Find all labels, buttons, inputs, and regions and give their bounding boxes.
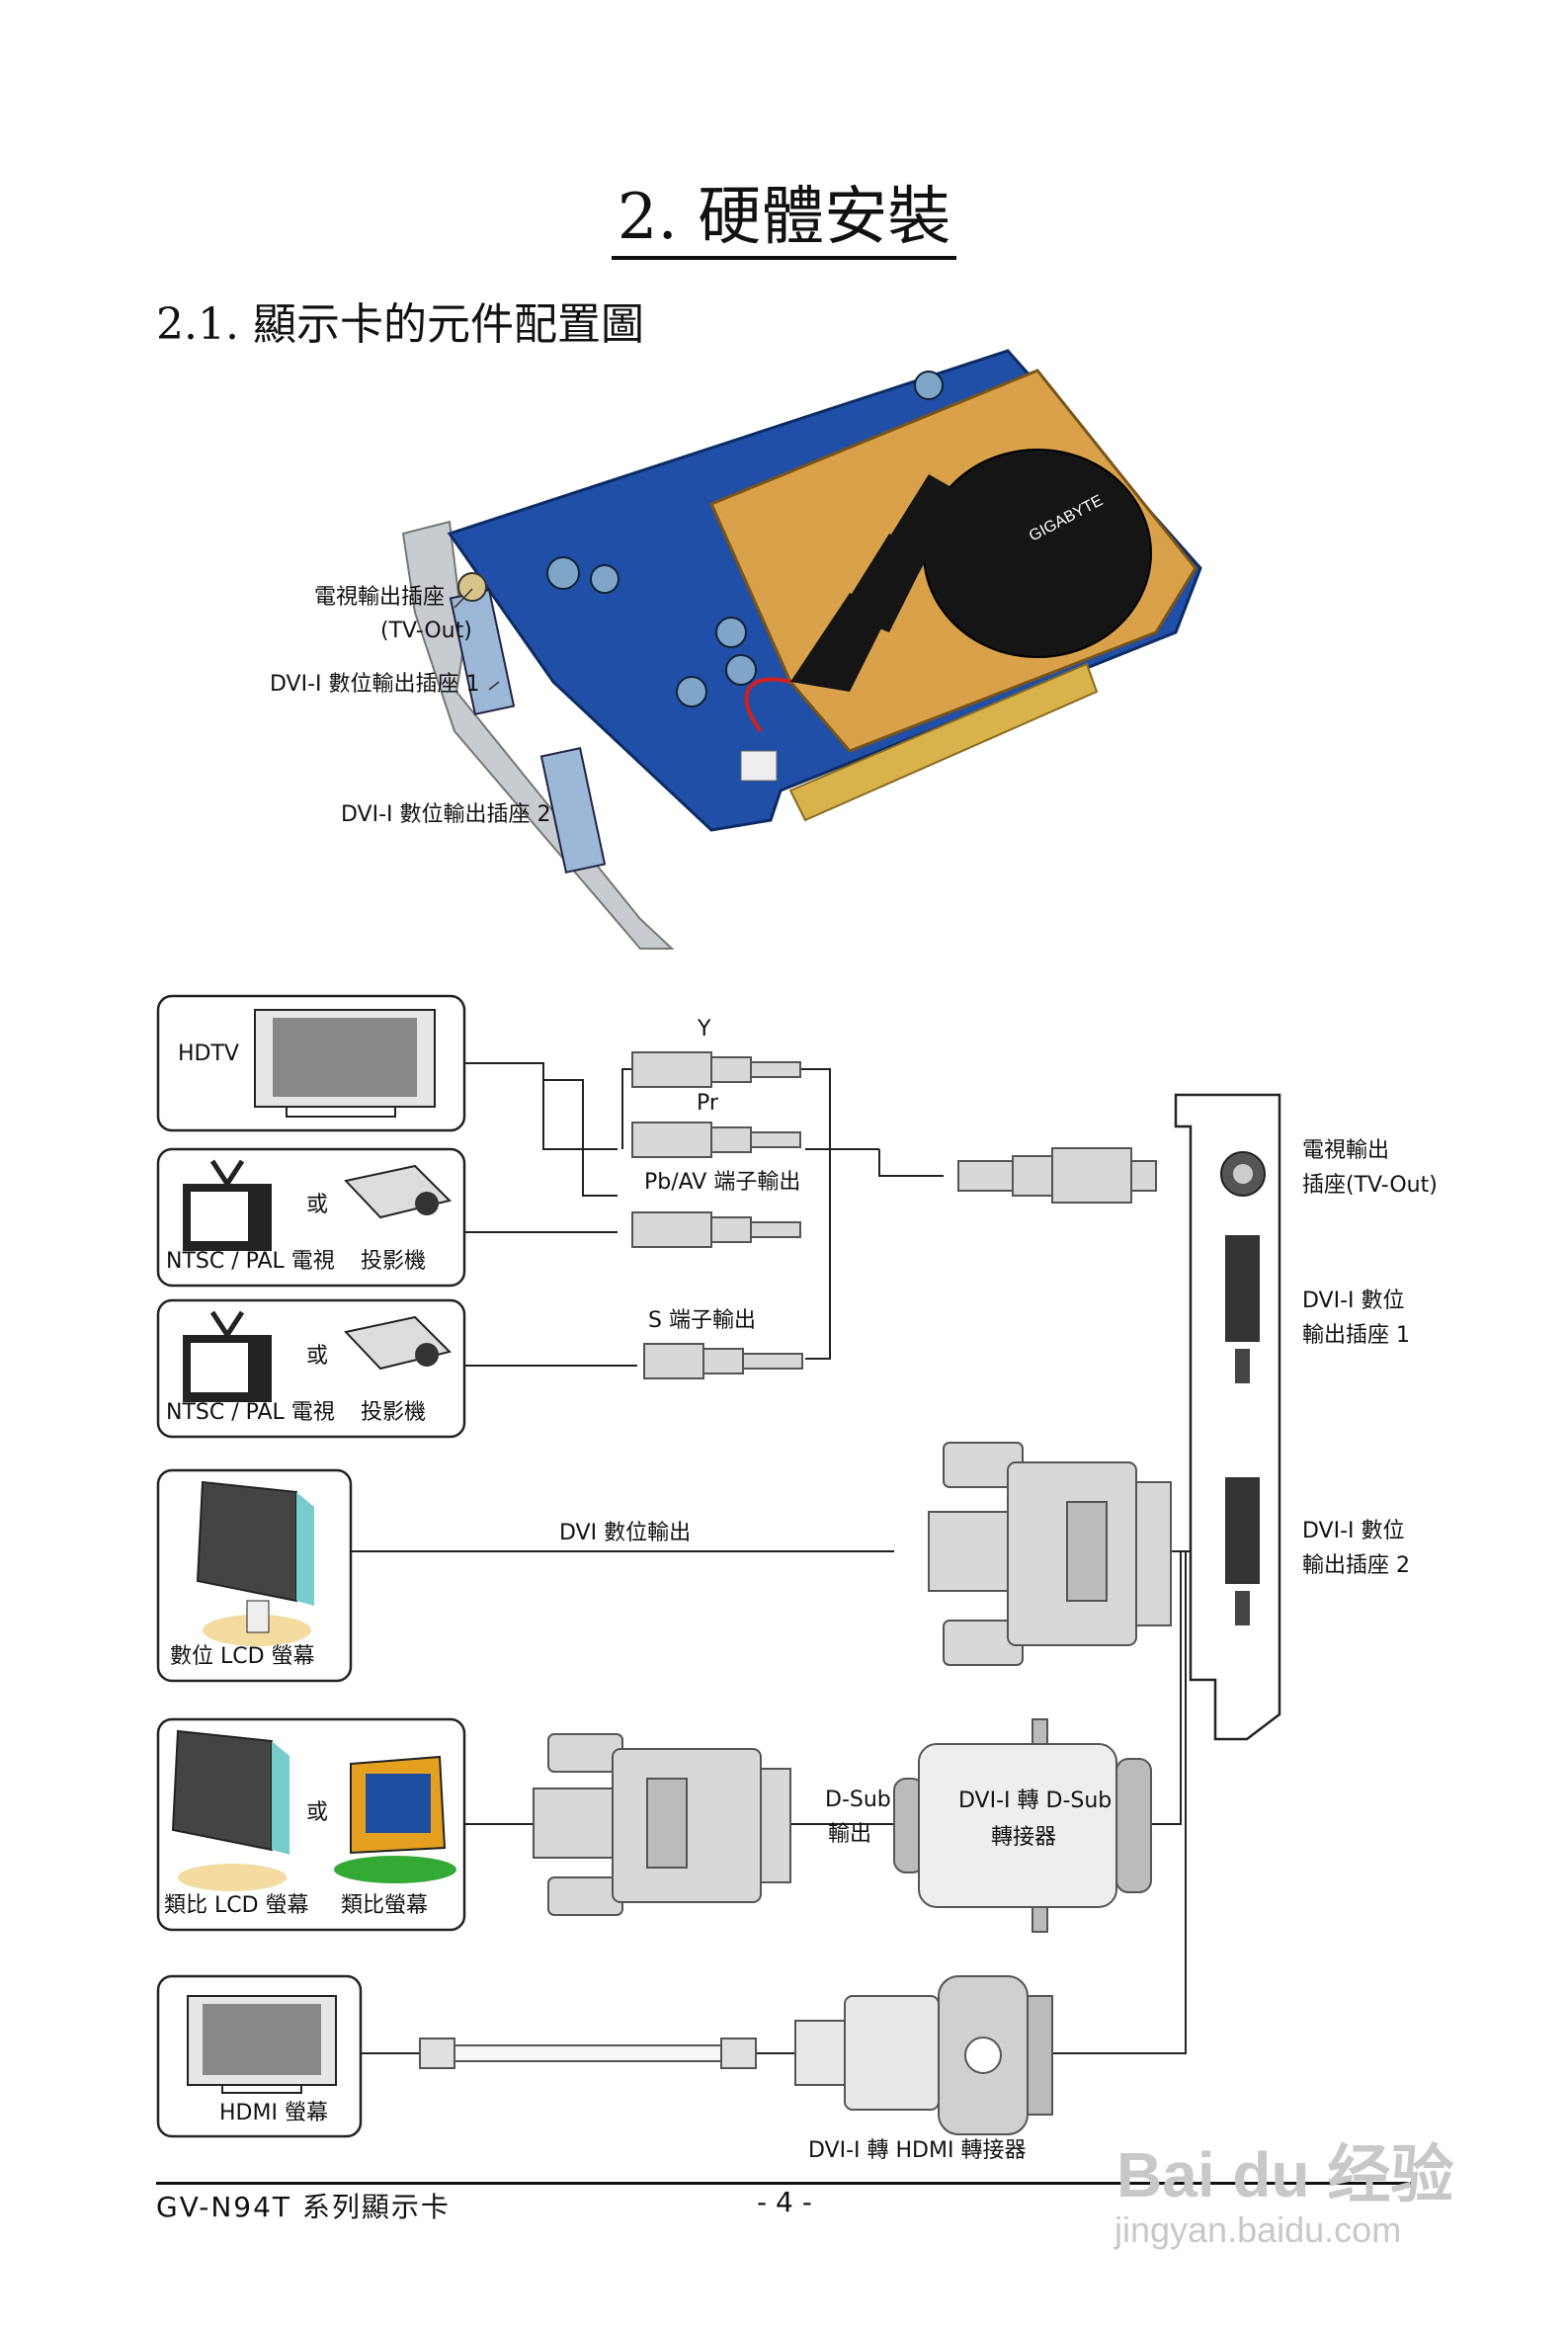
adapter-hdmi-label: DVI-I 轉 HDMI 轉接器	[808, 2138, 1027, 2163]
bracket-tvout-label-1: 電視輸出	[1302, 1138, 1390, 1163]
card-dvi2-label: DVI-I 數位輸出插座 2	[341, 802, 551, 827]
analog-lcd-label: 類比 LCD 螢幕	[164, 1893, 309, 1918]
card-dvi1-label: DVI-I 數位輸出插座 1	[270, 672, 480, 697]
dsub-connector	[533, 1733, 791, 1916]
ntsc-tv-label-2: NTSC / PAL 電視	[166, 1400, 335, 1425]
analog-monitor-label: 類比螢幕	[341, 1893, 429, 1918]
hdtv-label: HDTV	[178, 1041, 239, 1066]
page-number: - 4 -	[757, 2186, 812, 2218]
component-cables	[631, 1051, 1157, 1379]
dvi-cable-connector	[928, 1442, 1172, 1666]
projector-label-2: 投影機	[361, 1400, 427, 1425]
projector-icon	[344, 1164, 452, 1219]
or-label-2: 或	[306, 1344, 329, 1369]
bracket-dvi2-label-1: DVI-I 數位	[1302, 1519, 1405, 1543]
graphics-card-image: GIGABYTE	[401, 349, 1202, 950]
or-label-1: 或	[306, 1193, 329, 1217]
pr-label: Pr	[697, 1091, 718, 1116]
hdmi-monitor-label: HDMI 螢幕	[219, 2101, 328, 2125]
footer-model: GV-N94T 系列顯示卡	[156, 2191, 451, 2223]
hdmi-cable	[419, 2038, 757, 2069]
bracket-dvi1-label-1: DVI-I 數位	[1302, 1289, 1405, 1313]
bracket-dvi2-label-2: 輸出插座 2	[1302, 1553, 1410, 1578]
adapter-dsub-label-2: 轉接器	[991, 1825, 1057, 1850]
ntsc-tv-icon-2	[183, 1310, 272, 1402]
section-title: 2.1. 顯示卡的元件配置圖	[156, 299, 644, 350]
dvi-to-dsub-adapter	[893, 1718, 1152, 1933]
footer-rule	[156, 2182, 1413, 2185]
bracket-dvi1-label-2: 輸出插座 1	[1302, 1323, 1410, 1348]
wiring-lines	[351, 1062, 1196, 2054]
crt-monitor-icon	[334, 1755, 456, 1883]
hdtv-icon	[254, 1009, 436, 1118]
digital-lcd-icon	[196, 1480, 314, 1646]
dvi-port-1-icon	[1225, 1235, 1260, 1342]
dsub-label-2: 輸出	[828, 1822, 872, 1847]
card-tvout-label-2: (TV-Out)	[380, 619, 472, 643]
digital-lcd-label: 數位 LCD 螢幕	[170, 1644, 315, 1669]
page-title: 2. 硬體安裝	[0, 166, 1568, 260]
adapter-dsub-label-1: DVI-I 轉 D-Sub	[958, 1789, 1113, 1813]
y-label: Y	[698, 1017, 711, 1041]
projector-icon-2	[344, 1315, 452, 1371]
card-tvout-label-1: 電視輸出插座	[314, 585, 446, 610]
projector-label-1: 投影機	[361, 1249, 427, 1274]
pbav-label: Pb/AV 端子輸出	[644, 1170, 801, 1195]
watermark-logo: Bai du 经验	[1116, 2139, 1454, 2210]
analog-lcd-icon	[171, 1729, 289, 1891]
watermark-url: jingyan.baidu.com	[1114, 2209, 1402, 2250]
dvi-out-label: DVI 數位輸出	[559, 1521, 692, 1545]
card-bracket	[1174, 1093, 1281, 1741]
s-video-label: S 端子輸出	[648, 1308, 756, 1333]
ntsc-tv-label-1: NTSC / PAL 電視	[166, 1249, 335, 1274]
or-label-3: 或	[306, 1800, 329, 1825]
dvi-port-2-icon	[1225, 1477, 1260, 1584]
dvi-to-hdmi-adapter	[794, 1975, 1053, 2135]
dsub-label-1: D-Sub	[825, 1788, 891, 1812]
bracket-tvout-label-2: 插座(TV-Out)	[1302, 1173, 1438, 1198]
hdmi-monitor-icon	[187, 1995, 337, 2094]
ntsc-tv-icon	[183, 1159, 272, 1251]
